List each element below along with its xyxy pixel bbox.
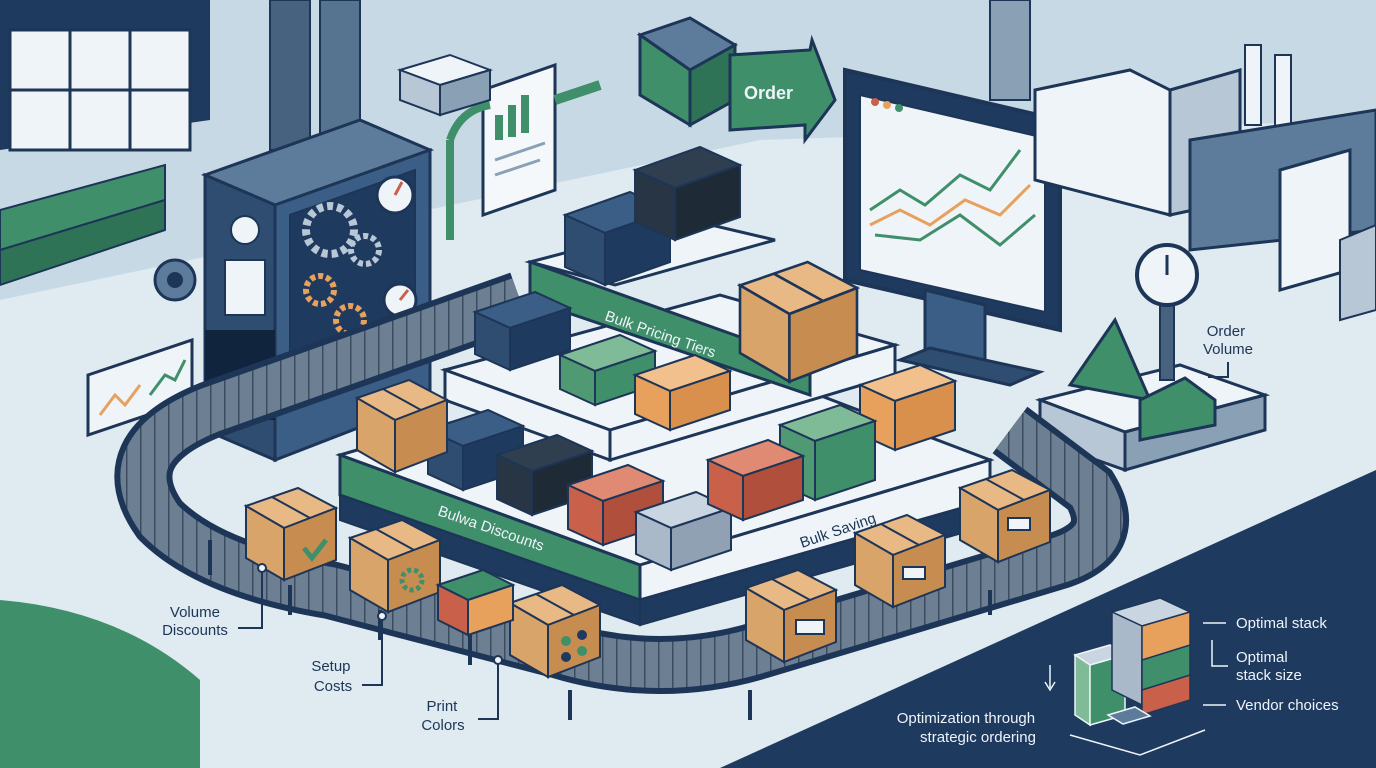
wall-shelf: [0, 163, 166, 287]
optimal-stack-label: Optimal stack: [1236, 615, 1327, 632]
order-flag-label: Order: [744, 83, 793, 103]
order-volume-scale: Order Volume: [1034, 243, 1271, 473]
order-volume-leader: [1208, 362, 1229, 378]
order-volume-label: Order Volume: [1203, 323, 1253, 358]
optimal-stack-size-leader: [1211, 640, 1228, 667]
stack-orange-mid: [632, 353, 733, 432]
print-colors-leader: [478, 662, 499, 720]
box-gear-icon: [349, 519, 441, 613]
stack-dark-top: [632, 145, 743, 242]
setup-costs-label: Setup Costs: [311, 658, 354, 695]
floor-navy-panel: [720, 470, 1376, 768]
optimal-stack-size-label: Optimal stack size: [1236, 649, 1302, 684]
box-left-platform: [356, 379, 448, 473]
box-gear-right: [854, 514, 946, 608]
box-large-top: [738, 260, 859, 383]
stack-red-mid: [705, 438, 806, 522]
stack-orange-right: [857, 363, 958, 452]
analytics-monitor: [843, 67, 1062, 387]
vendor-choices-label: Vendor choices: [1236, 697, 1339, 714]
volume-discounts-label: Volume Discounts: [162, 604, 228, 639]
order-arrow-flag: Order: [728, 34, 837, 145]
setup-costs-leader: [362, 618, 383, 686]
print-colors-label: Print Colors: [421, 698, 464, 734]
order-cube-icon: [636, 16, 738, 128]
box-far-right: [959, 469, 1051, 563]
top-box-stack: [396, 53, 494, 117]
factory-window: [8, 28, 192, 152]
overhead-pipes: [269, 0, 361, 151]
stack-green-mid: [557, 333, 658, 407]
box-check-icon: [245, 487, 337, 581]
optimization-caption: Optimization through strategic ordering: [897, 710, 1040, 746]
box-dots-icon: [509, 584, 601, 678]
box-label-front: [745, 569, 837, 663]
stack-navy-mid-left: [472, 290, 573, 372]
optimal-stack-diagram: [1044, 597, 1206, 756]
floor-green-panel: [0, 600, 200, 768]
factory-building: [989, 0, 1376, 322]
conveyor-belt: [114, 272, 1129, 720]
volume-discounts-leader: [238, 570, 263, 629]
report-document: [481, 62, 557, 218]
stack-mixed-belt: [435, 568, 516, 637]
